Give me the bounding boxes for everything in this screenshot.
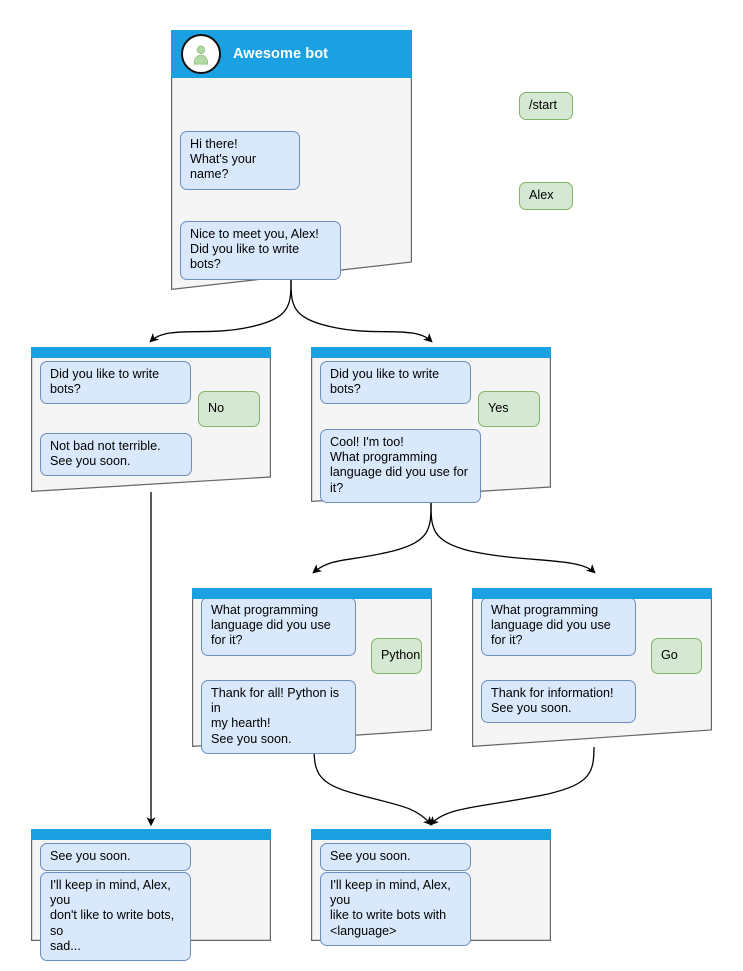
edge-yes-to-go: [430, 501, 596, 574]
message-bubble-user: Go: [651, 638, 702, 675]
node-root[interactable]: Awesome bot /start Hi there! What's your…: [171, 30, 573, 290]
edge-yes-to-python: [312, 501, 432, 574]
node-yes-branch-header: [311, 347, 551, 358]
message-bubble-bot: Hi there! What's your name?: [180, 131, 300, 190]
node-python-branch-header: [192, 588, 432, 599]
node-end-happy-header: [311, 829, 551, 840]
message-bubble-user: /start: [519, 92, 573, 121]
message-bubble-user: Python: [371, 638, 422, 675]
message-bubble-bot: Did you like to write bots?: [320, 361, 471, 405]
message-bubble-bot: Thank for all! Python is in my hearth! S…: [201, 680, 356, 754]
message-bubble-bot: What programming language did you use fo…: [201, 597, 356, 656]
message-bubble-bot: See you soon.: [40, 843, 191, 872]
message-bubble-bot: I'll keep in mind, Alex, you like to wri…: [320, 872, 471, 946]
message-bubble-user: No: [198, 391, 260, 428]
bot-title: Awesome bot: [233, 46, 329, 62]
node-no-branch[interactable]: Did you like to write bots? No Not bad n…: [31, 347, 271, 492]
message-bubble-bot: What programming language did you use fo…: [481, 597, 636, 656]
message-bubble-user: Yes: [478, 391, 540, 428]
node-go-branch[interactable]: What programming language did you use fo…: [472, 588, 712, 747]
node-end-happy[interactable]: See you soon. I'll keep in mind, Alex, y…: [311, 829, 551, 946]
message-bubble-bot: I'll keep in mind, Alex, you don't like …: [40, 872, 191, 962]
message-bubble-user: Alex: [519, 182, 573, 211]
message-bubble-bot: Did you like to write bots?: [40, 361, 191, 405]
message-bubble-bot: Not bad not terrible. See you soon.: [40, 433, 192, 477]
person-avatar-icon: [181, 34, 221, 74]
node-yes-branch[interactable]: Did you like to write bots? Yes Cool! I'…: [311, 347, 551, 503]
message-bubble-bot: Cool! I'm too! What programming language…: [320, 429, 481, 503]
node-go-branch-header: [472, 588, 712, 599]
message-bubble-bot: Nice to meet you, Alex! Did you like to …: [180, 221, 341, 280]
node-no-branch-header: [31, 347, 271, 358]
edge-go-to-end-happy: [429, 746, 595, 826]
edge-python-to-end-happy: [313, 746, 433, 826]
node-python-branch[interactable]: What programming language did you use fo…: [192, 588, 432, 754]
node-root-header: Awesome bot: [171, 30, 412, 78]
message-bubble-bot: See you soon.: [320, 843, 471, 872]
node-end-sad-header: [31, 829, 271, 840]
message-bubble-bot: Thank for information! See you soon.: [481, 680, 636, 724]
node-end-sad[interactable]: See you soon. I'll keep in mind, Alex, y…: [31, 829, 271, 962]
